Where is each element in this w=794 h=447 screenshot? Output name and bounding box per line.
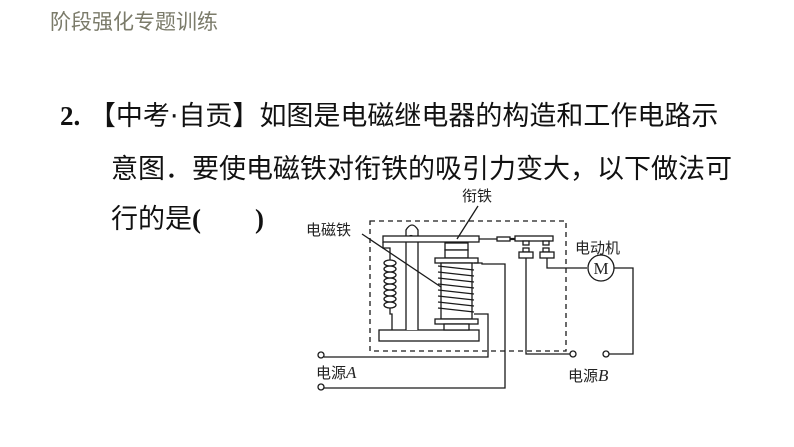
power-a-prefix: 电源 [316, 364, 346, 382]
moving-contact-left [522, 240, 530, 246]
spring-icon [383, 259, 397, 309]
question-line-1: 2. 【中考·自贡】如图是电磁继电器的构造和工作电路示 [60, 94, 718, 133]
section-header: 阶段强化专题训练 [50, 10, 218, 34]
coil-windings [437, 265, 475, 313]
relay-boundary [369, 220, 567, 352]
pivot-post [405, 224, 419, 330]
armature-pad [444, 242, 469, 251]
terminal-a1 [317, 351, 325, 359]
question-line-2: 意图．要使电磁铁对衔铁的吸引力变大，以下做法可 [111, 147, 732, 186]
moving-contact-bar [514, 235, 554, 242]
terminal-b2 [602, 350, 610, 358]
core-top [444, 249, 469, 259]
motor-label: 电动机 [575, 239, 620, 257]
power-b-prefix: 电源 [568, 367, 598, 385]
armature-leader [456, 205, 479, 240]
motor-symbol: M [593, 259, 608, 278]
power-a-label: 电源A [316, 363, 357, 382]
answer-blank: ( ) [192, 204, 264, 234]
work-wire-2 [546, 258, 587, 269]
moving-contact-right [542, 240, 550, 246]
control-wire-1 [324, 313, 489, 358]
question-text-1: 如图是电磁继电器的构造和工作电路示 [259, 101, 719, 132]
question-number: 2. [60, 101, 81, 131]
control-wire-2 [324, 262, 506, 389]
static-contact-right [539, 251, 555, 259]
question-text-2: 意图．要使电磁铁对衔铁的吸引力变大，以下做法可 [111, 154, 732, 185]
work-wire-1 [525, 258, 570, 355]
question-line-3: 行的是( ) [111, 197, 264, 236]
work-wire-3 [609, 267, 634, 355]
spring-top [382, 242, 391, 260]
coil-flange-top [434, 257, 479, 264]
armature-bar [382, 235, 480, 243]
question-text-3: 行的是 [111, 204, 192, 235]
armature-label: 衔铁 [462, 187, 492, 205]
power-b-letter: B [598, 366, 609, 385]
relay-base [378, 329, 480, 342]
question-source: 【中考·自贡】 [88, 101, 260, 132]
electromagnet-label: 电磁铁 [306, 221, 351, 239]
core-bottom [443, 323, 470, 331]
spring-bottom [389, 308, 393, 330]
electromagnet-leader [361, 233, 442, 288]
static-contact-left [518, 251, 534, 259]
terminal-a2 [317, 383, 325, 391]
armature-tip [496, 236, 511, 242]
power-a-letter: A [345, 363, 357, 382]
terminal-b1 [569, 350, 577, 358]
power-b-label: 电源B [568, 366, 609, 385]
coil-flange-bottom [434, 318, 479, 325]
